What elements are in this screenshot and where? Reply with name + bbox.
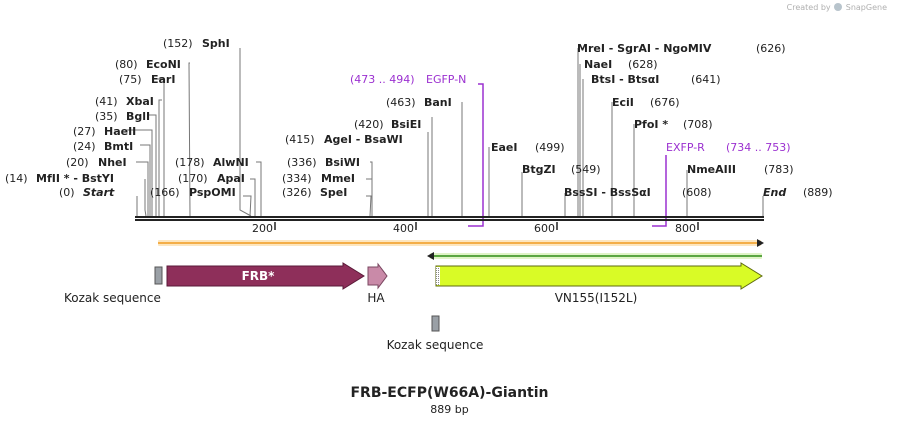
feature-label: VN155(I152L) [555, 291, 638, 305]
site-pos: (415) [285, 133, 315, 146]
site-name: SphI [202, 37, 230, 50]
feature-label: HA [367, 291, 385, 305]
site-pos: (152) [163, 37, 193, 50]
site-pos: (326) [282, 186, 312, 199]
site-name: MmeI [321, 172, 355, 185]
feature-label: Kozak sequence [387, 338, 484, 352]
site-name: EarI [151, 73, 175, 86]
site-name: BssSI - BssSαI [564, 186, 651, 199]
site-pos: (889) [803, 186, 833, 199]
orf-forward [158, 239, 764, 247]
site-pos: (641) [691, 73, 721, 86]
primer-exfp-r: EXFP-R (734 .. 753) [652, 141, 791, 227]
sequence-backbone [135, 216, 764, 221]
site-name: NaeI [584, 58, 612, 71]
site-pos: (35) [95, 110, 118, 123]
ruler-tick-label: 400 [393, 222, 414, 235]
site-name: SpeI [320, 186, 347, 199]
site-pos: (336) [287, 156, 317, 169]
site-name: NheI [98, 156, 127, 169]
site-name: BtgZI [522, 163, 556, 176]
site-name: PspOMI [189, 186, 236, 199]
site-name: NmeAIII [687, 163, 736, 176]
site-name: BsiWI [325, 156, 360, 169]
primer-name: EXFP-R [666, 141, 705, 154]
site-name: BmtI [104, 140, 133, 153]
primer-name: EGFP-N [426, 73, 466, 86]
site-pos: (783) [764, 163, 794, 176]
feature-frb: FRB* [166, 262, 365, 290]
site-name: BglI [126, 110, 150, 123]
site-name: PfoI * [634, 118, 668, 131]
ruler-tick-label: 200 [252, 222, 273, 235]
credit-prefix: Created by [786, 3, 831, 12]
site-name: EciI [612, 96, 634, 109]
feature-label: Kozak sequence [64, 291, 161, 305]
site-name: HaeII [104, 125, 136, 138]
site-pos: (626) [756, 42, 786, 55]
site-name: MfII * - BstYI [36, 172, 114, 185]
site-pos: (14) [5, 172, 28, 185]
site-pos: (499) [535, 141, 565, 154]
site-name: EcoNI [146, 58, 181, 71]
site-pos: (0) [59, 186, 75, 199]
site-pos: (178) [175, 156, 205, 169]
site-pos: (27) [73, 125, 96, 138]
site-pos: (80) [115, 58, 138, 71]
site-pos: (75) [119, 73, 142, 86]
site-pos: (708) [683, 118, 713, 131]
map-title: FRB-ECFP(W66A)-Giantin [350, 385, 549, 401]
site-labels: (152) SphI (80) EcoNI (75) EarI (41) Xba… [5, 37, 833, 199]
site-name: AgeI - BsaWI [324, 133, 403, 146]
feature-kozak-1: Kozak sequence [64, 266, 163, 305]
feature-vn155: VN155(I152L) [435, 262, 763, 305]
ruler: 200 400 600 800 [252, 222, 699, 235]
site-pos: (628) [628, 58, 658, 71]
site-name: EaeI [491, 141, 518, 154]
site-pos: (608) [682, 186, 712, 199]
ruler-tick-label: 600 [534, 222, 555, 235]
site-name: BanI [424, 96, 452, 109]
site-name: MreI - SgrAI - NgoMIV [577, 42, 712, 55]
ruler-tick-label: 800 [675, 222, 696, 235]
site-name: Start [83, 186, 115, 199]
site-name: End [763, 186, 786, 199]
primer-range: (734 .. 753) [726, 141, 791, 154]
site-pos: (41) [95, 95, 118, 108]
site-pos: (170) [178, 172, 208, 185]
primer-egfp-n: (473 .. 494) EGFP-N [350, 73, 484, 227]
snapgene-logo-icon [834, 3, 843, 11]
site-pos: (420) [354, 118, 384, 131]
site-name: ApaI [217, 172, 245, 185]
site-pos: (334) [282, 172, 312, 185]
site-name: BsiEI [391, 118, 421, 131]
site-name: XbaI [126, 95, 154, 108]
feature-kozak-2: Kozak sequence [387, 315, 484, 352]
site-leader-lines [126, 48, 764, 217]
site-pos: (549) [571, 163, 601, 176]
site-pos: (676) [650, 96, 680, 109]
site-pos: (24) [73, 140, 96, 153]
orf-reverse [427, 252, 762, 260]
site-name: AlwNI [213, 156, 249, 169]
site-name: BtsI - BtsαI [591, 73, 659, 86]
site-pos: (463) [386, 96, 416, 109]
sequence-length: 889 bp [430, 403, 469, 416]
snapgene-credit: Created by SnapGene [787, 3, 887, 12]
primer-range: (473 .. 494) [350, 73, 415, 86]
credit-brand: SnapGene [845, 3, 887, 12]
feature-label: FRB* [242, 269, 276, 283]
site-pos: (20) [66, 156, 89, 169]
feature-ha: HA [367, 262, 388, 305]
site-pos: (166) [150, 186, 180, 199]
